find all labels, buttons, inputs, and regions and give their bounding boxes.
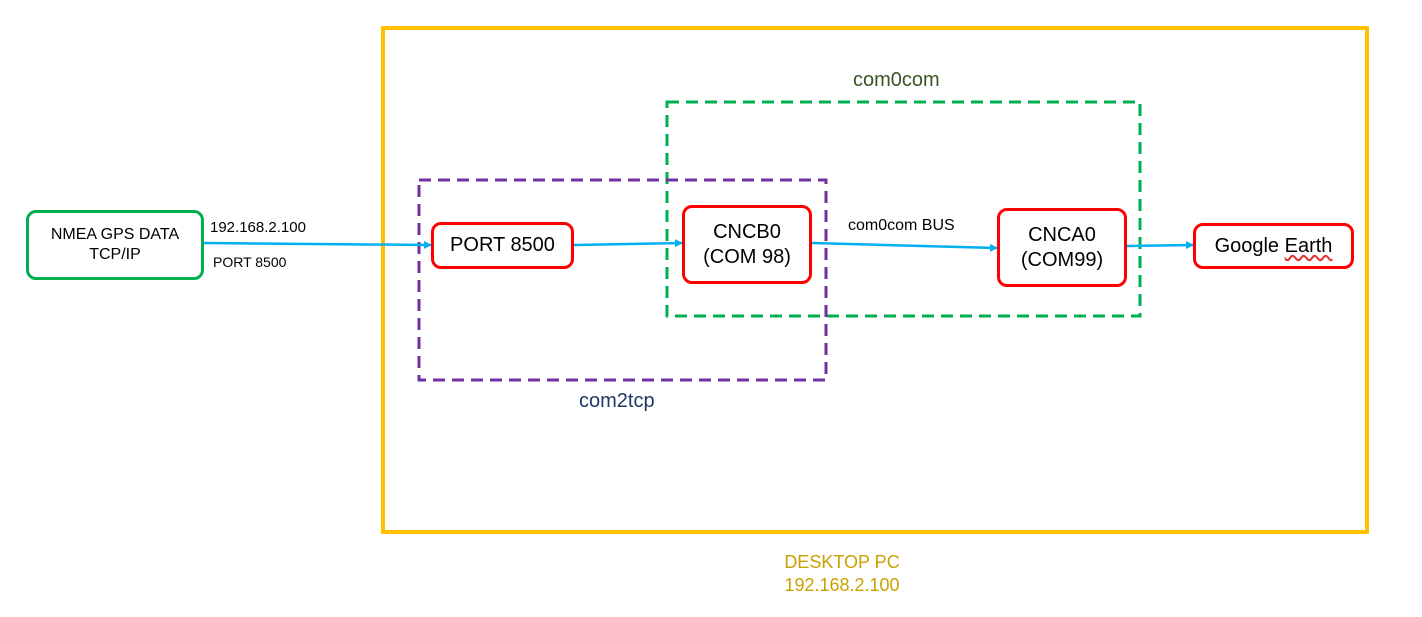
gps-source-line2: TCP/IP [89,246,141,263]
cnca0-line1: CNCA0 [1028,223,1096,246]
port-8500-node: PORT 8500 [431,222,574,269]
desktop-pc-line2: 192.168.2.100 [784,575,900,596]
cncb0-line2: (COM 98) [703,245,791,268]
port-node-label: PORT 8500 [450,234,555,256]
nmea-gps-source-node: NMEA GPS DATA TCP/IP [26,210,204,280]
arrow-source-to-port [203,240,432,249]
com0com-group-box [665,100,1142,318]
com2tcp-group-label: com2tcp [579,390,655,412]
google-earth-label-a: Google [1214,234,1285,257]
google-earth-label-b: Earth [1284,234,1333,257]
cncb0-node: CNCB0 (COM 98) [682,205,812,284]
google-earth-label: Google Earth [1215,234,1333,259]
cnca0-line2: (COM99) [1020,248,1104,271]
arrow-port-to-cncb0 [573,239,683,248]
google-earth-node: Google Earth [1193,223,1354,269]
cncb0-line1: CNCB0 [713,220,781,243]
gps-source-line1: NMEA GPS DATA [50,226,180,243]
arrow-cnca0-to-google-earth [1126,241,1194,250]
desktop-pc-frame [381,26,1369,534]
desktop-pc-line1: DESKTOP PC [784,552,900,572]
desktop-pc-label: DESKTOP PC 192.168.2.100 [742,551,942,598]
com0com-group-label: com0com [853,69,940,91]
com2tcp-group-box [417,178,828,382]
source-ip-label: 192.168.2.100 [210,219,306,236]
cnca0-node: CNCA0 (COM99) [997,208,1127,287]
source-port-label: PORT 8500 [213,254,287,270]
arrow-cncb0-to-cnca0 [811,241,998,252]
bus-label: com0com BUS [848,217,955,234]
